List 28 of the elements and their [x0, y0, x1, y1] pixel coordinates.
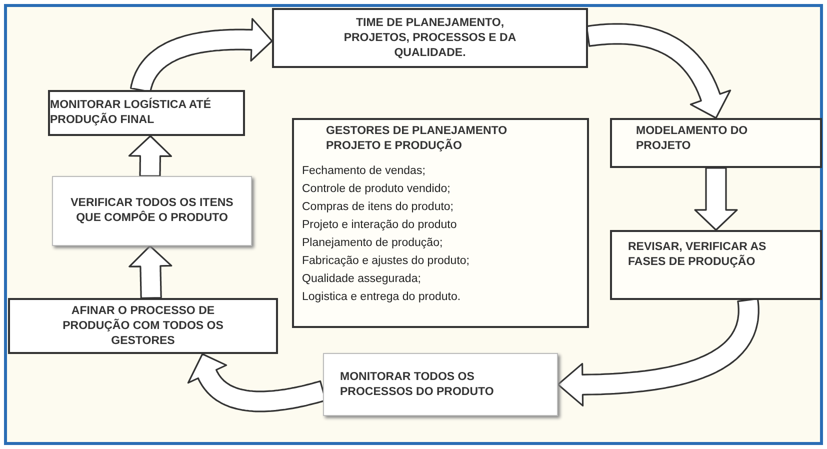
box-label: VERIFICAR TODOS OS ITENS QUE COMPÔE O PRODUTO [70, 196, 234, 226]
process-box [48, 90, 245, 136]
list-item: Compras de itens do produto; [302, 200, 454, 215]
box-label: MODELAMENTO DO PROJETO [636, 124, 749, 154]
box-label: TIME DE PLANEJAMENTO, PROJETOS, PROCESSOS E DA QUALIDADE. [342, 16, 518, 60]
list-item: Fabricação e ajustes do produto; [302, 254, 470, 269]
box-label: GESTORES DE PLANEJAMENTO PROJETO E PRODUÇÃO [325, 124, 508, 154]
list-item: Logistica e entrega do produto. [302, 290, 461, 305]
list-item: Controle de produto vendido; [302, 182, 450, 197]
box-label: AFINAR O PROCESSO DE PRODUÇÃO COM TODOS OS GESTORES [62, 304, 224, 348]
block-arrow [694, 167, 738, 231]
process-box [52, 176, 252, 246]
process-box [8, 298, 278, 354]
process-box [292, 118, 589, 328]
box-label: MONITORAR LOGÍSTICA ATÉ PRODUÇÃO FINAL [50, 98, 212, 128]
box-label: REVISAR, VERIFICAR AS FASES DE PRODUÇÃO [628, 240, 768, 270]
process-box [610, 118, 822, 168]
list-item: Planejamento de produção; [302, 236, 443, 251]
block-arrow [128, 245, 172, 299]
list-item: Projeto e interação do produto [302, 218, 457, 233]
list-item: Qualidade assegurada; [302, 272, 421, 287]
process-box [272, 8, 588, 68]
process-box [610, 230, 822, 300]
block-arrow [557, 298, 760, 406]
list-item: Fechamento de vendas; [302, 164, 426, 179]
box-label: MONITORAR TODOS OS PROCESSOS DO PRODUTO [340, 370, 495, 400]
block-arrow [128, 135, 172, 177]
process-box [323, 353, 558, 416]
